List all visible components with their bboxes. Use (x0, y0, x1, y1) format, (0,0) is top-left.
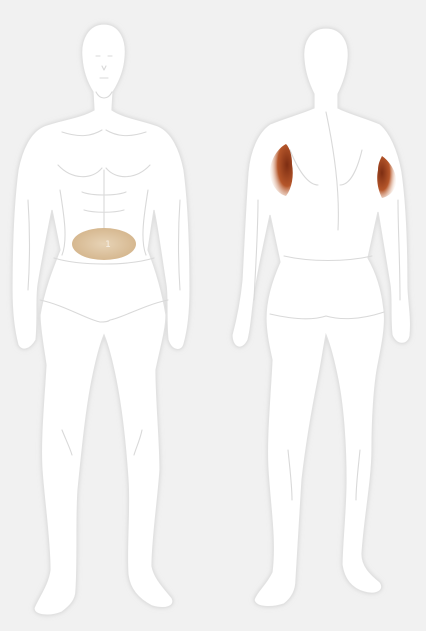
abdomen-zone-shape (72, 228, 136, 260)
front-body-outline (12, 24, 190, 615)
abdomen-injection-zone: 1 (72, 228, 136, 260)
front-figure: 1 (12, 24, 190, 615)
abdomen-zone-label: 1 (105, 240, 111, 250)
back-figure (232, 28, 411, 607)
